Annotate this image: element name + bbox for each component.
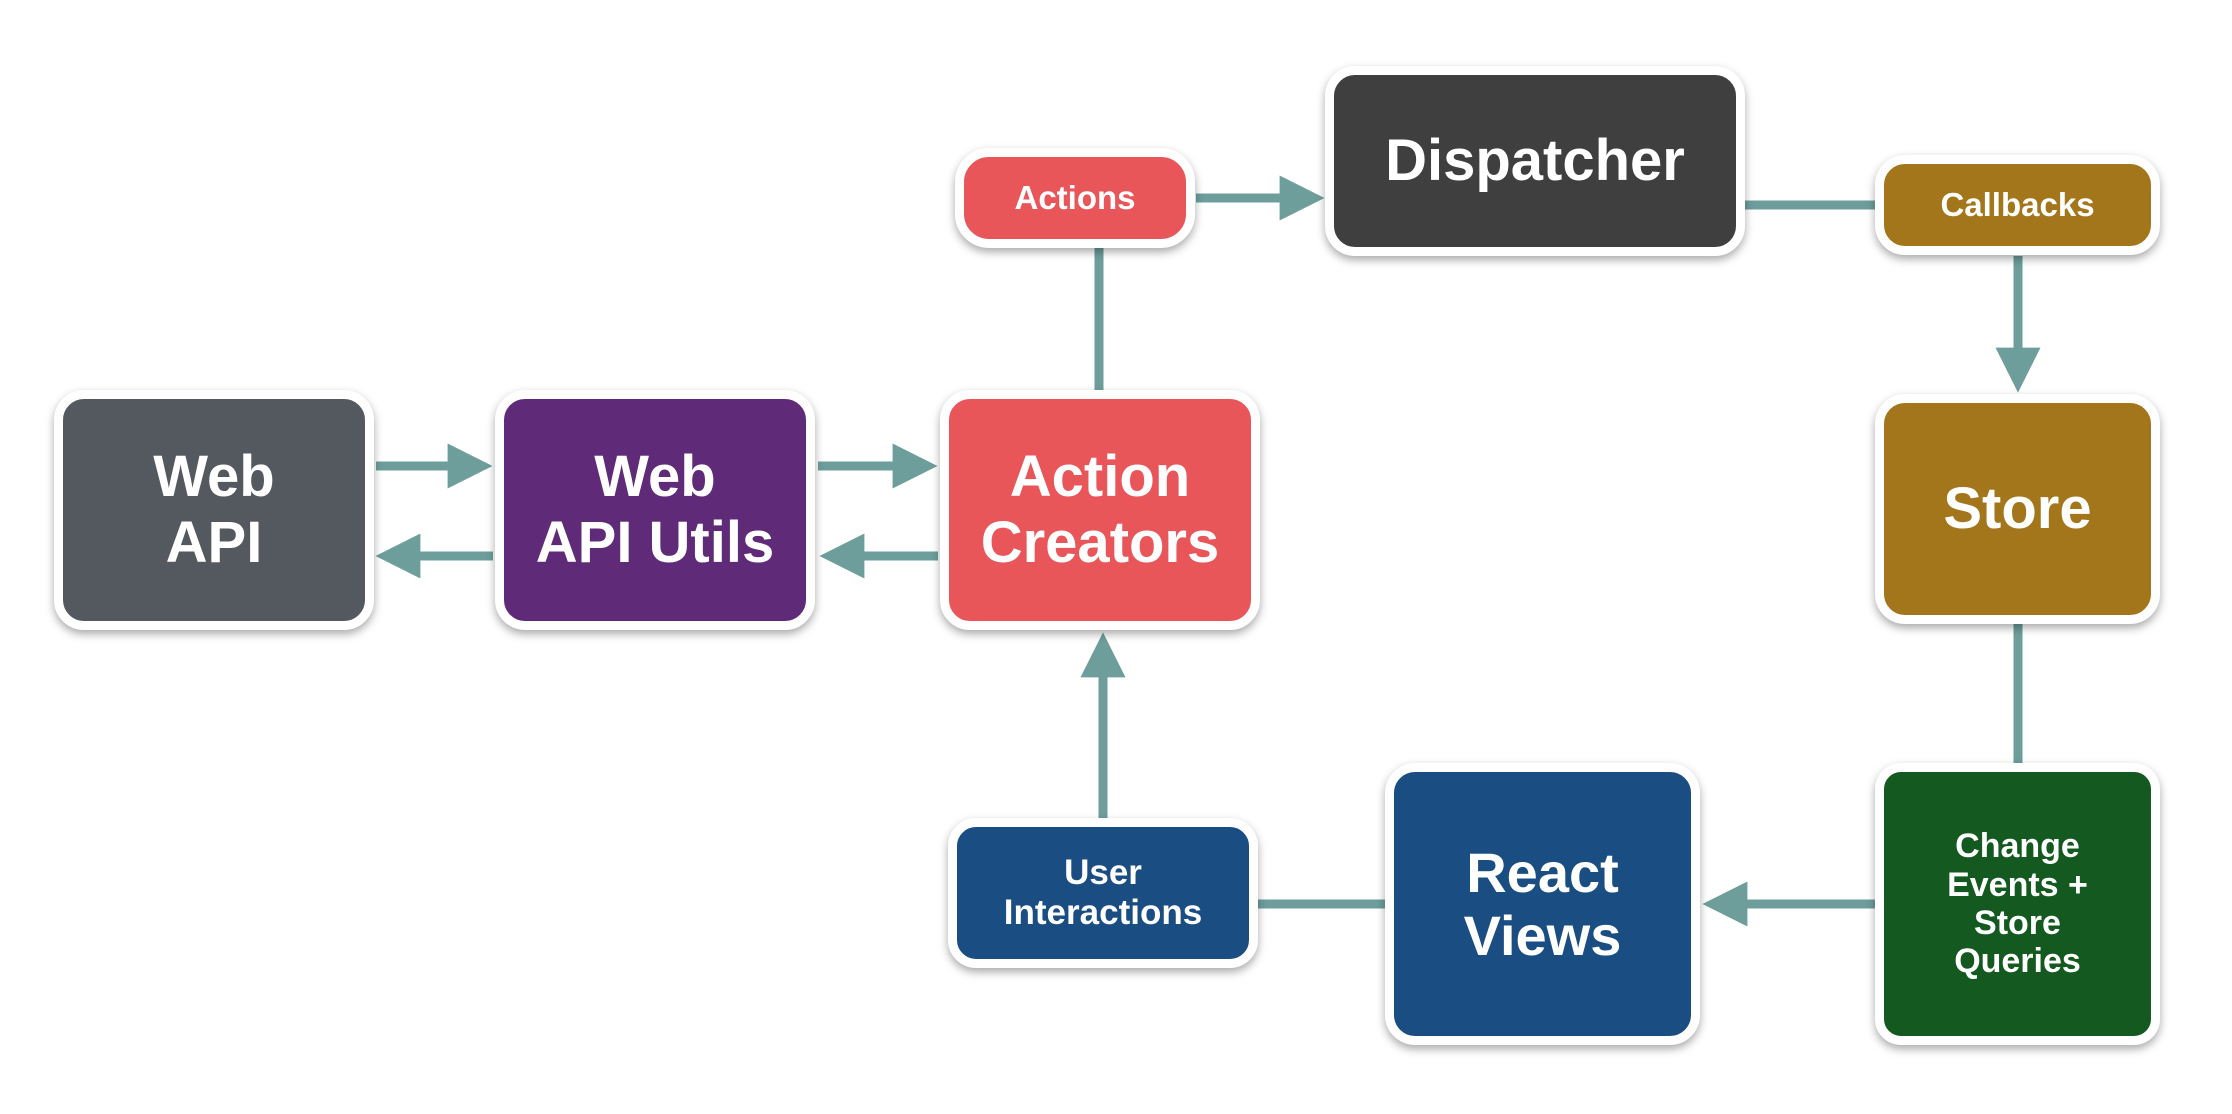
node-web-api-utils[interactable]: Web API Utils xyxy=(495,390,815,630)
node-store[interactable]: Store xyxy=(1875,394,2160,624)
node-actions[interactable]: Actions xyxy=(955,148,1195,248)
node-action-creators[interactable]: Action Creators xyxy=(940,390,1260,630)
node-web-api-utils-label: Web API Utils xyxy=(535,444,775,575)
node-user-interactions[interactable]: User Interactions xyxy=(948,818,1258,968)
node-react-views[interactable]: React Views xyxy=(1385,763,1700,1045)
node-action-creators-label: Action Creators xyxy=(980,444,1220,575)
node-react-views-label: React Views xyxy=(1463,840,1622,967)
node-callbacks[interactable]: Callbacks xyxy=(1875,155,2160,255)
node-dispatcher[interactable]: Dispatcher xyxy=(1325,66,1745,256)
node-callbacks-label: Callbacks xyxy=(1940,186,2095,224)
node-dispatcher-label: Dispatcher xyxy=(1385,128,1685,194)
node-actions-label: Actions xyxy=(1014,179,1136,217)
node-web-api-label: Web API xyxy=(153,444,275,575)
node-web-api[interactable]: Web API xyxy=(54,390,374,630)
node-user-interactions-label: User Interactions xyxy=(1003,853,1203,932)
node-store-label: Store xyxy=(1943,476,2092,542)
node-change-events[interactable]: Change Events + Store Queries xyxy=(1875,763,2160,1045)
node-change-events-label: Change Events + Store Queries xyxy=(1947,827,2088,981)
